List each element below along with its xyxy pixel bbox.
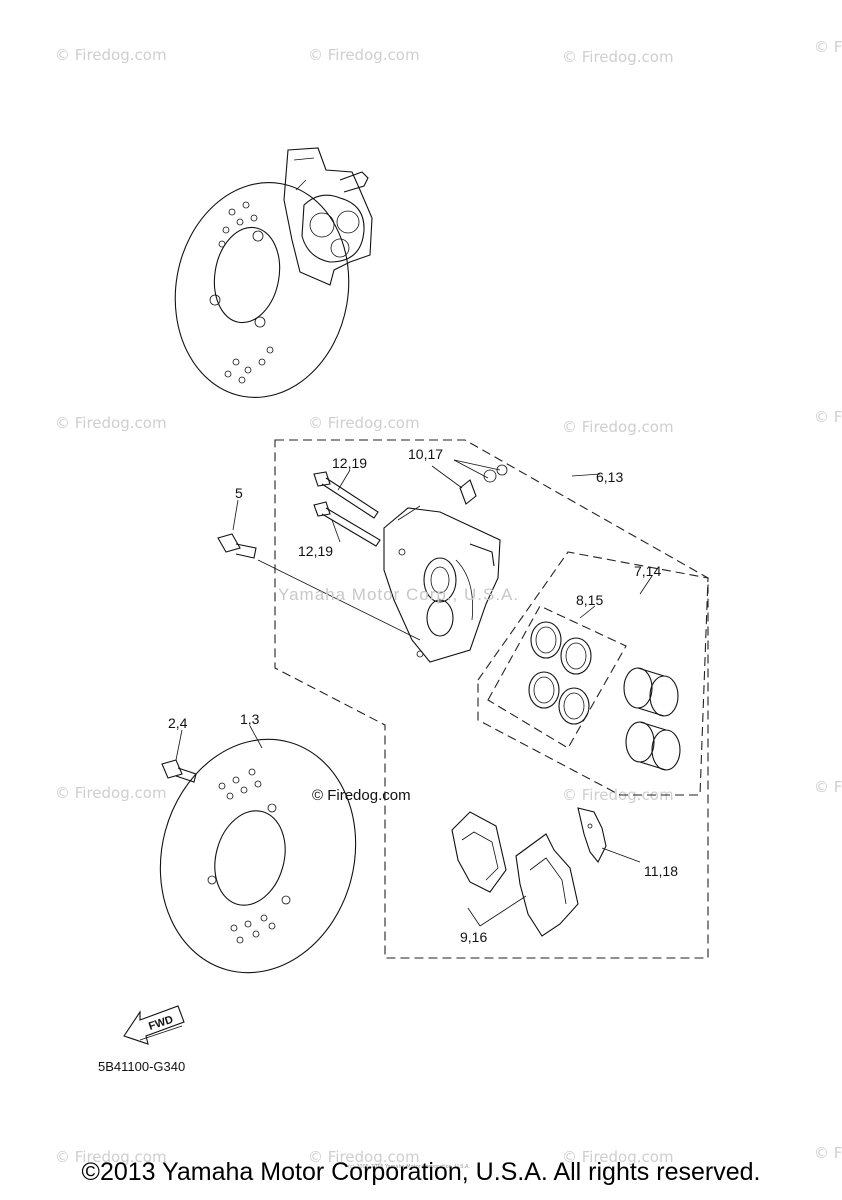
watermark: © Firedog.com	[562, 418, 674, 436]
seal-kit-outline	[487, 605, 627, 749]
bleed-screw	[459, 464, 508, 505]
disc-bolt	[161, 759, 197, 783]
watermark: © Firedog.com	[55, 784, 167, 802]
diagram-code: 5B41100-G340	[98, 1059, 185, 1074]
label-2-4: 2,4	[168, 715, 188, 731]
tiny-footer: (c) 2005-2016 Yamaha Motor Corporation, …	[348, 1164, 470, 1170]
watermark: © Firedog.com	[55, 46, 167, 64]
label-5: 5	[235, 485, 243, 501]
label-12-19-top: 12,19	[332, 455, 367, 471]
watermark-edge: © F	[814, 778, 842, 796]
slide-pin-bolts	[313, 471, 381, 547]
piston-seals	[528, 621, 592, 725]
label-10-17: 10,17	[408, 446, 443, 462]
caliper-assembly-outline	[274, 439, 709, 959]
watermark-edge: © F	[814, 38, 842, 56]
label-8-15: 8,15	[576, 592, 603, 608]
part-labels: 5 12,19 12,19 10,17 6,13 7,14 8,15 2,4 1…	[168, 446, 678, 945]
brake-pads	[451, 811, 579, 937]
pad-shim	[577, 807, 607, 864]
watermark: © Firedog.com	[308, 46, 420, 64]
watermark: © Firedog.com	[562, 786, 674, 804]
label-11-18: 11,18	[644, 863, 678, 879]
watermark: © Firedog.com	[308, 1148, 420, 1166]
label-12-19-bottom: 12,19	[298, 543, 333, 559]
firedog-mark: © Firedog.com	[312, 787, 411, 804]
top-brake-disc	[174, 182, 350, 398]
pistons	[623, 667, 681, 771]
watermark: © Firedog.com	[308, 414, 420, 432]
yamaha-watermark: Yamaha Motor Corp., U.S.A.	[278, 585, 519, 604]
label-1-3: 1,3	[240, 711, 260, 727]
watermark: © Firedog.com	[55, 414, 167, 432]
fwd-arrow-icon: FWD	[123, 1005, 185, 1045]
piston-kit-outline	[477, 551, 709, 796]
watermark: © Firedog.com	[562, 1148, 674, 1166]
watermark: © Firedog.com	[55, 1148, 167, 1166]
assembled-view	[174, 147, 373, 398]
bolt-5	[217, 533, 421, 641]
brake-disc	[159, 738, 357, 974]
leader-lines	[175, 459, 653, 927]
watermark: © Firedog.com	[562, 48, 674, 66]
copyright-notice: ©2013 Yamaha Motor Corporation, U.S.A. A…	[81, 1158, 761, 1186]
watermark-edge: © F	[814, 1144, 842, 1162]
caliper-body	[383, 505, 501, 663]
label-6-13: 6,13	[596, 469, 623, 485]
label-9-16: 9,16	[460, 929, 487, 945]
watermark-edge: © F	[814, 408, 842, 426]
label-7-14: 7,14	[634, 563, 661, 579]
top-caliper	[283, 147, 373, 286]
watermark-grid: © Firedog.com © Firedog.com © Firedog.co…	[55, 38, 842, 1166]
